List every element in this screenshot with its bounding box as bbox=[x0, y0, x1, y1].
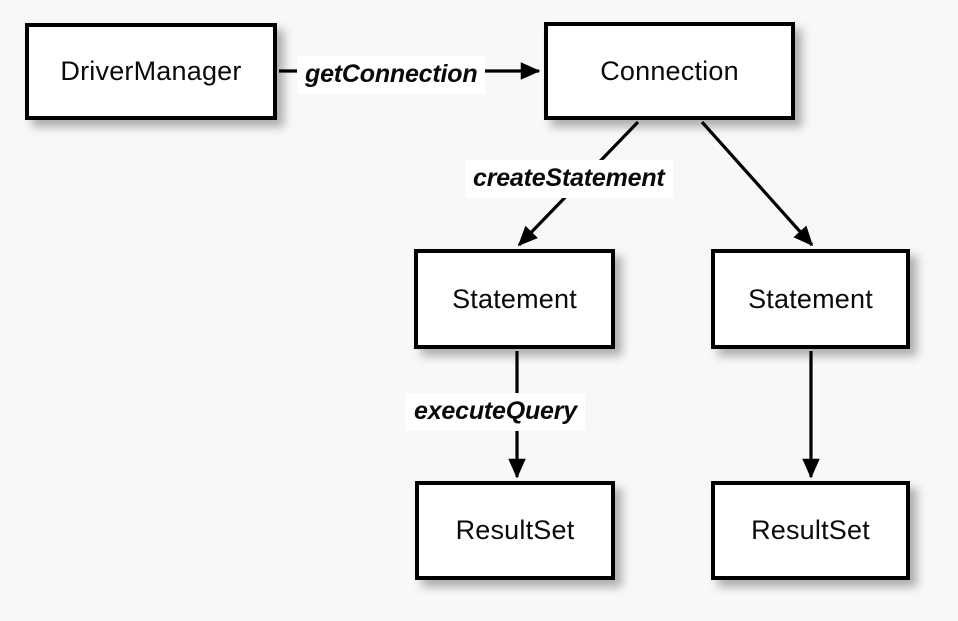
node-connection-label: Connection bbox=[600, 55, 739, 86]
node-drivermanager[interactable]: DriverManager bbox=[25, 23, 277, 120]
node-resultset-left-label: ResultSet bbox=[455, 515, 575, 545]
node-statement-right[interactable]: Statement bbox=[711, 249, 910, 349]
node-resultset-right-label: ResultSet bbox=[751, 515, 870, 545]
node-statement-left[interactable]: Statement bbox=[414, 249, 615, 349]
node-connection[interactable]: Connection bbox=[544, 22, 795, 120]
edge-label-executequery: executeQuery bbox=[406, 393, 585, 431]
node-resultset-left[interactable]: ResultSet bbox=[415, 481, 615, 580]
node-drivermanager-label: DriverManager bbox=[60, 56, 242, 86]
node-resultset-right[interactable]: ResultSet bbox=[711, 481, 910, 580]
edge-createstatement-right bbox=[700, 120, 814, 247]
node-statement-right-label: Statement bbox=[748, 283, 873, 314]
edge-label-getconnection: getConnection bbox=[297, 56, 486, 94]
edge-label-createstatement: createStatement bbox=[465, 160, 673, 198]
node-statement-left-label: Statement bbox=[452, 283, 577, 314]
